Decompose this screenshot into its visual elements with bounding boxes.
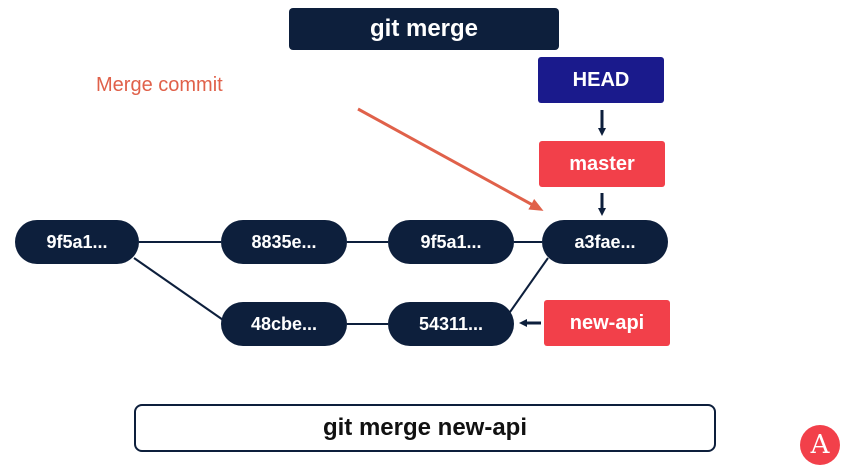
command-box: git merge new-api xyxy=(134,404,716,452)
commit-node: 9f5a1... xyxy=(15,220,139,264)
head-ref: HEAD xyxy=(538,57,664,103)
edge-c6-c4 xyxy=(509,257,549,313)
master-branch-ref: master xyxy=(539,141,665,187)
merge-commit-annotation: Merge commit xyxy=(96,74,223,96)
diagram-title: git merge xyxy=(289,8,559,50)
merge-commit-node: a3fae... xyxy=(542,220,668,264)
commit-node: 48cbe... xyxy=(221,302,347,346)
commit-node: 8835e... xyxy=(221,220,347,264)
commit-node: 9f5a1... xyxy=(388,220,514,264)
commit-node: 54311... xyxy=(388,302,514,346)
brand-logo-icon: A xyxy=(800,425,840,465)
annotation-arrow xyxy=(357,107,544,211)
edge-c1-c5 xyxy=(133,257,227,323)
new-api-branch-ref: new-api xyxy=(544,300,670,346)
